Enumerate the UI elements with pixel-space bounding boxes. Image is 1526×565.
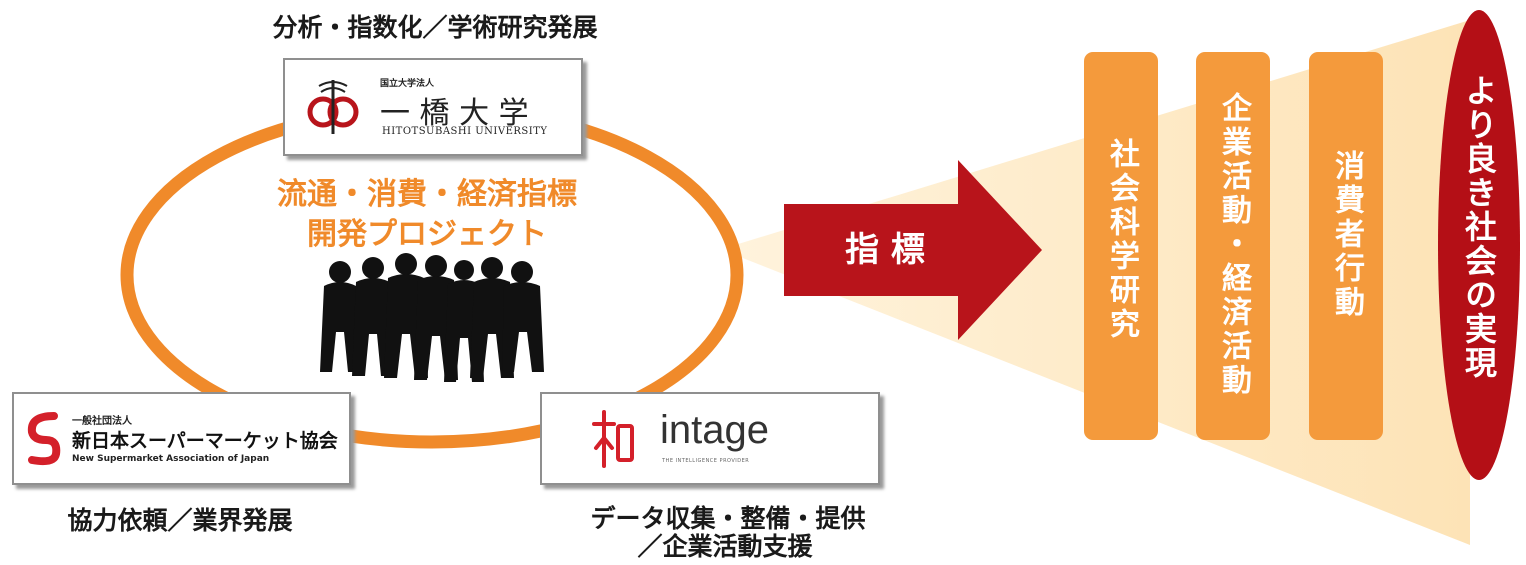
hitotsubashi-logo-box: 国立大学法人 一 橋 大 学 HITOTSUBASHI UNIVERSITY [283, 58, 583, 156]
caption-cooperation: 協力依頼／業界発展 [67, 506, 293, 535]
supermarket-name: 新日本スーパーマーケット協会 [72, 430, 338, 452]
supermarket-logo-box: 一般社団法人 新日本スーパーマーケット協会 New Supermarket As… [12, 392, 351, 485]
bar-consumer-behavior: 消費者行動 [1309, 52, 1383, 440]
bar-consumer-behavior-label: 消費者行動 [1329, 150, 1364, 320]
caption-data-collection: データ収集・整備・提供 [590, 504, 866, 533]
supermarket-emblem [27, 412, 61, 466]
hitotsubashi-emblem [307, 80, 359, 134]
intage-name: intage [660, 408, 769, 452]
goal-ellipse [1438, 10, 1520, 480]
intage-logo-box: intage THE INTELLIGENCE PROVIDER [540, 392, 880, 485]
bar-business-activity: 企業活動・経済活動 [1196, 52, 1270, 440]
caption-business-support: ／企業活動支援 [637, 532, 813, 561]
hitotsubashi-name: 一 橋 大 学 [380, 96, 529, 131]
goal-label: より良き社会の実現 [1460, 74, 1498, 380]
intage-emblem [592, 410, 634, 468]
intage-tagline: THE INTELLIGENCE PROVIDER [662, 458, 750, 464]
caption-analysis: 分析・指数化／学術研究発展 [272, 13, 598, 42]
project-title-line2: 開発プロジェクト [307, 217, 547, 252]
goal-label-wrap: より良き社会の実現 [1436, 74, 1522, 380]
people-silhouette [320, 253, 544, 382]
supermarket-english: New Supermarket Association of Japan [72, 454, 270, 464]
bar-social-science-label: 社会科学研究 [1104, 138, 1139, 342]
hitotsubashi-small-label: 国立大学法人 [380, 79, 435, 89]
project-title-line1: 流通・消費・経済指標 [277, 177, 577, 212]
hitotsubashi-english: HITOTSUBASHI UNIVERSITY [382, 126, 548, 137]
indicator-arrow-label: 指 標 [845, 230, 925, 270]
supermarket-small-label: 一般社団法人 [72, 416, 132, 427]
bar-social-science: 社会科学研究 [1084, 52, 1158, 440]
bar-business-activity-label: 企業活動・経済活動 [1216, 92, 1251, 398]
